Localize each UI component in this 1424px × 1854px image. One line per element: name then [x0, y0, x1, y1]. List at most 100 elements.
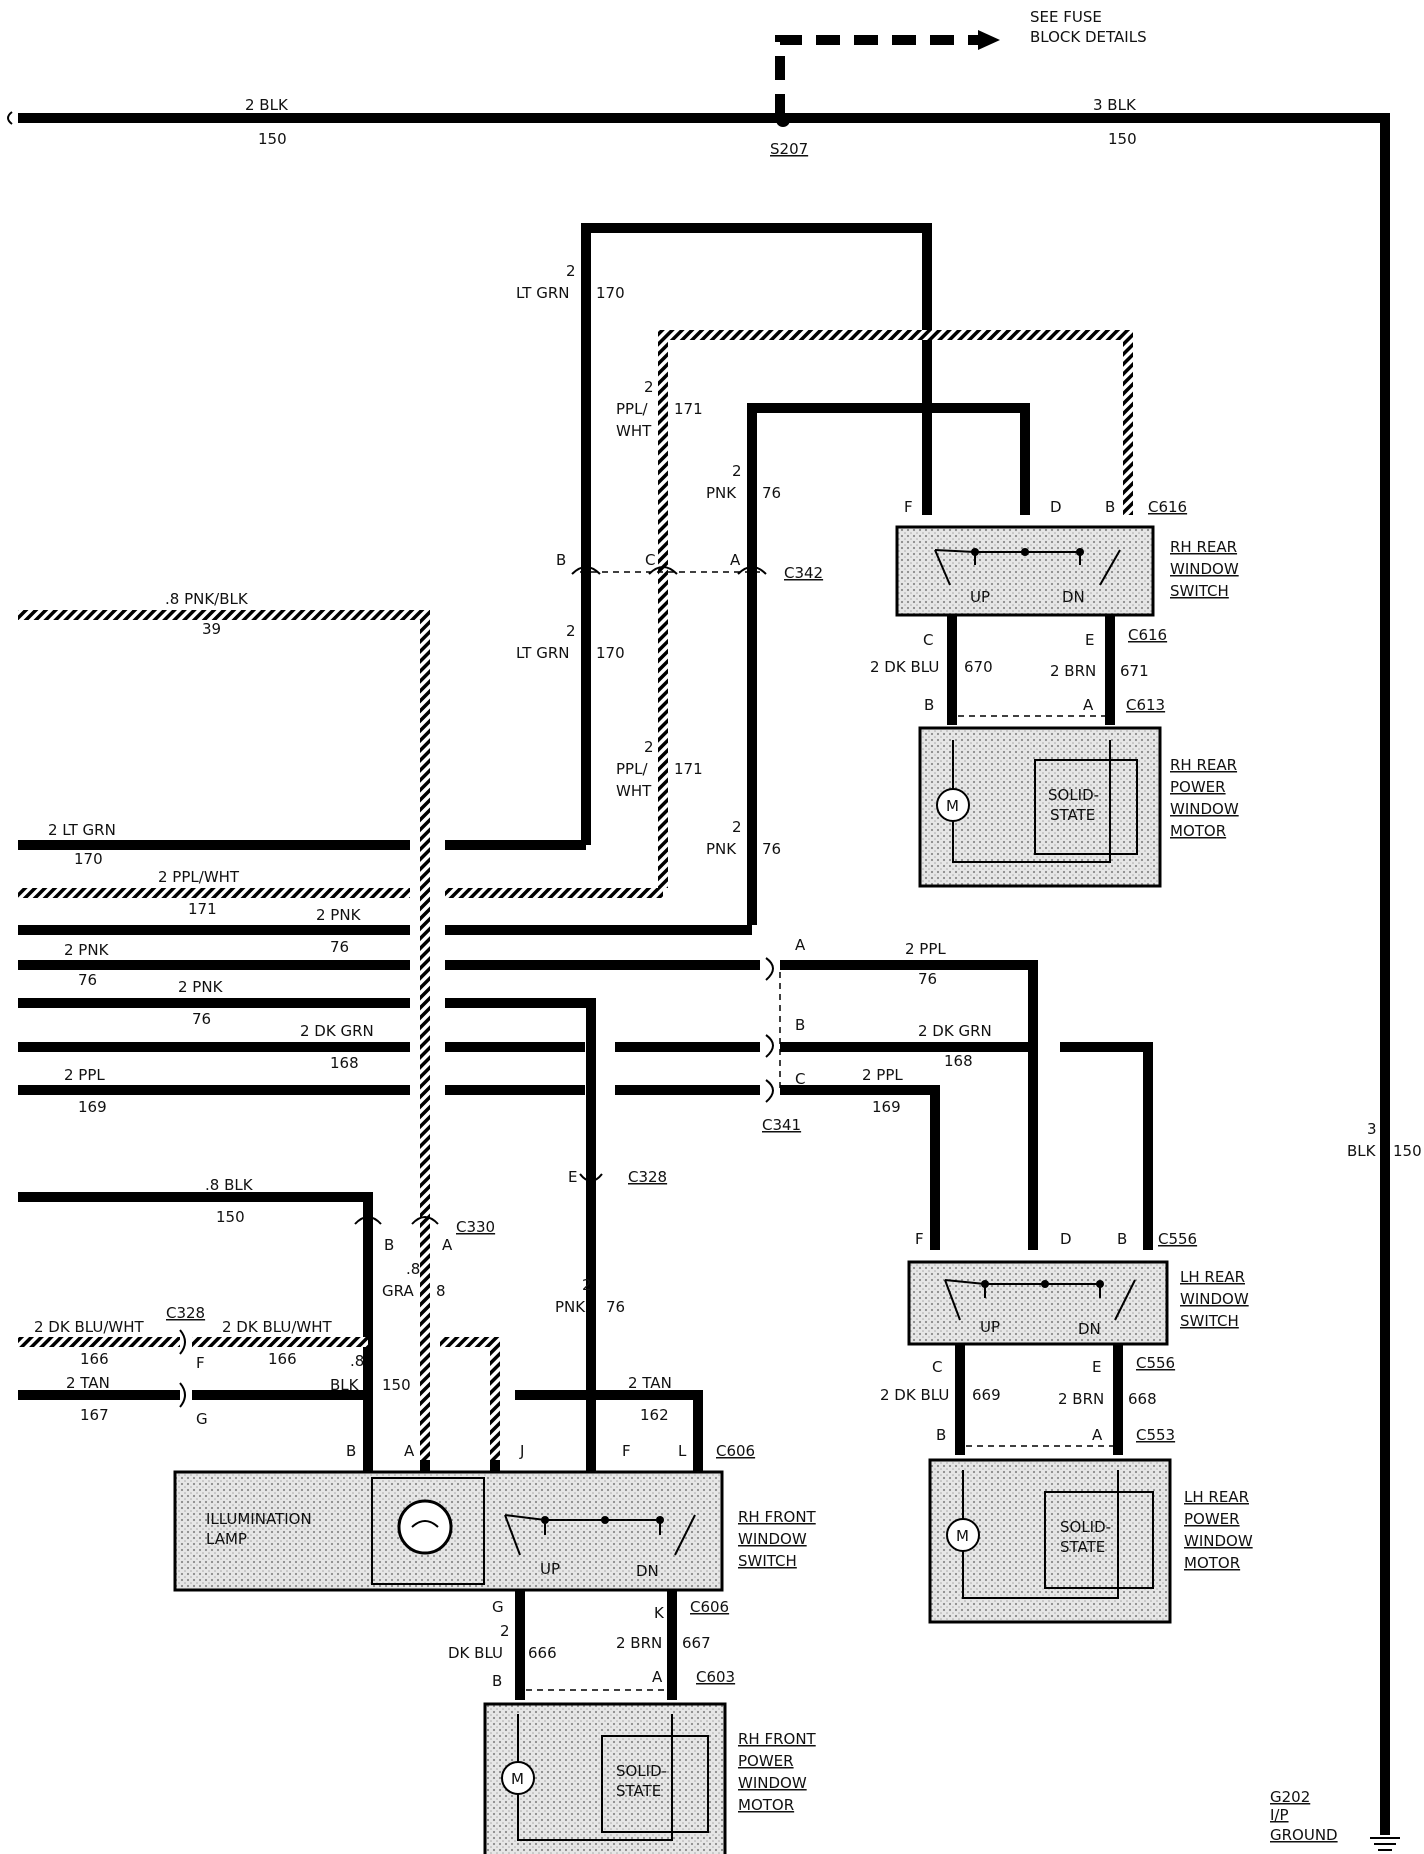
rh-front-dkblu: DK BLU: [448, 1644, 503, 1662]
left-wire-1-circuit: 170: [74, 850, 103, 868]
pplwht-color1-top: PPL/: [616, 400, 648, 418]
ltgrn-circuit-bot: 170: [596, 644, 625, 662]
rh-front-switch-name-1: RH FRONT: [738, 1508, 817, 1526]
dkbluwht-right-circuit: 166: [268, 1350, 297, 1368]
rh-rear-switch-pin-c: C: [923, 631, 933, 649]
rh-front-brn: 2 BRN: [616, 1634, 662, 1652]
rh-rear-solid: SOLID-: [1048, 786, 1099, 804]
lh-rear-switch-pin-b: B: [1117, 1230, 1127, 1248]
pnk-circuit-top: 76: [762, 484, 781, 502]
fuse-feed: SEE FUSE BLOCK DETAILS: [775, 8, 1147, 118]
bottom-pin-g: G: [196, 1410, 208, 1428]
c342-pin-a: A: [730, 551, 741, 569]
ground-wire-size: 3: [1367, 1120, 1377, 1138]
c330-name: C330: [456, 1218, 495, 1236]
ltgrn-size-bot: 2: [566, 622, 576, 640]
lh-rear-switch-pin-d: D: [1060, 1230, 1072, 1248]
c341-c-circuit: 169: [872, 1098, 901, 1116]
lh-rear-switch-pin-f: F: [915, 1230, 924, 1248]
left-wire-7-circuit: 169: [78, 1098, 107, 1116]
lh-rear-brn-circuit: 668: [1128, 1390, 1157, 1408]
top-bus-right-size: 3 BLK: [1093, 96, 1137, 114]
rh-front-switch-pin-j: J: [519, 1442, 524, 1460]
left-wire-6-size: 2 DK GRN: [300, 1022, 374, 1040]
lh-rear-switch-dn: DN: [1078, 1320, 1101, 1338]
rh-front-switch-connector-bottom: C606: [690, 1598, 729, 1616]
rh-front-dkblu-size: 2: [500, 1622, 510, 1640]
lh-rear-motor-name-2: POWER: [1184, 1510, 1240, 1528]
rh-rear-motor-pin-b: B: [924, 696, 934, 714]
c330-gra: GRA: [382, 1282, 414, 1300]
pnk-down-size: 2: [582, 1276, 592, 1294]
rh-front-motor-wires: [515, 1590, 677, 1700]
ltgrn-circuit-top: 170: [596, 284, 625, 302]
splice-label: S207: [770, 140, 808, 158]
lh-rear-brn: 2 BRN: [1058, 1390, 1104, 1408]
left-wire-4-circuit: 76: [78, 971, 97, 989]
pplwht-color1-bot: PPL/: [616, 760, 648, 778]
lh-rear-state: STATE: [1060, 1538, 1105, 1556]
pplwht-color2-bot: WHT: [616, 782, 652, 800]
rh-front-window-switch: ILLUMINATION LAMP UP DN: [173, 1470, 724, 1592]
pnkblk-size: .8 PNK/BLK: [165, 590, 249, 608]
pnk-size-top: 2: [732, 462, 742, 480]
rh-rear-motor-name-1: RH REAR: [1170, 756, 1237, 774]
rh-rear-dkblu-circuit: 670: [964, 658, 993, 676]
rh-rear-brn: 2 BRN: [1050, 662, 1096, 680]
c330-pin-b: B: [384, 1236, 394, 1254]
c330-pin-a: A: [442, 1236, 453, 1254]
left-wire-labels: 2 LT GRN 170 2 PPL/WHT 171 2 PNK 76 2 PN…: [48, 821, 374, 1116]
connector-c342: B C A C342: [556, 551, 823, 582]
rh-rear-switch-pin-b: B: [1105, 498, 1115, 516]
rh-rear-motor-pin-a: A: [1083, 696, 1094, 714]
rh-rear-switch-pin-d: D: [1050, 498, 1062, 516]
left-wire-3-size: 2 PNK: [316, 906, 362, 924]
left-wire-2-size: 2 PPL/WHT: [158, 868, 240, 886]
rh-front-switch-up: UP: [540, 1560, 560, 1578]
left-wire-2-circuit: 171: [188, 900, 217, 918]
arrow-left-icon: [978, 30, 1000, 50]
pnk-size-bot: 2: [732, 818, 742, 836]
rh-front-switch-pin-b: B: [346, 1442, 356, 1460]
blk-bottom-circuit: 150: [382, 1376, 411, 1394]
c341-a-size: 2 PPL: [905, 940, 946, 958]
rh-rear-motor-name-3: WINDOW: [1170, 800, 1239, 818]
c328-top-name: C328: [628, 1168, 667, 1186]
pnk-color-bot: PNK: [706, 840, 737, 858]
rh-front-switch-name-3: SWITCH: [738, 1552, 797, 1570]
dkbluwht-left-circuit: 166: [80, 1350, 109, 1368]
pplwht-size-bot: 2: [644, 738, 654, 756]
bottom-c328: C328: [166, 1304, 205, 1322]
left-wire-7-size: 2 PPL: [64, 1066, 105, 1084]
rh-front-motor-name-2: POWER: [738, 1752, 794, 1770]
rh-front-motor-name-1: RH FRONT: [738, 1730, 817, 1748]
fuse-note-line2: BLOCK DETAILS: [1030, 28, 1147, 46]
c330-gra-size: .8: [406, 1260, 420, 1278]
lh-rear-power-window-motor: M SOLID- STATE: [928, 1458, 1172, 1624]
c342-name: C342: [784, 564, 823, 582]
left-wire-5-size: 2 PNK: [178, 978, 224, 996]
lh-rear-motor-m: M: [956, 1527, 969, 1545]
ground-wire-color: BLK: [1347, 1142, 1377, 1160]
blk-bottom-color: BLK: [330, 1376, 360, 1394]
lh-rear-dkblu: 2 DK BLU: [880, 1386, 949, 1404]
ground-location: I/P: [1270, 1806, 1289, 1824]
lh-rear-switch-connector: C556: [1158, 1230, 1197, 1248]
rh-rear-power-window-motor: M SOLID- STATE: [918, 726, 1162, 888]
c341-b-circuit: 168: [944, 1052, 973, 1070]
lamp-label-1: ILLUMINATION: [206, 1510, 312, 1528]
ltgrn-size-top: 2: [566, 262, 576, 280]
left-wire-6-circuit: 168: [330, 1054, 359, 1072]
lh-rear-switch-pin-c: C: [932, 1358, 942, 1376]
lamp-label-2: LAMP: [206, 1530, 247, 1548]
rh-rear-switch-name-2: WINDOW: [1170, 560, 1239, 578]
rh-front-switch-pin-g: G: [492, 1598, 504, 1616]
lh-rear-dkblu-circuit: 669: [972, 1386, 1001, 1404]
rh-front-power-window-motor: M SOLID- STATE: [483, 1702, 727, 1854]
rh-front-switch-pin-f: F: [622, 1442, 631, 1460]
left-wire-5-circuit: 76: [192, 1010, 211, 1028]
rh-rear-switch-name-1: RH REAR: [1170, 538, 1237, 556]
c341-name: C341: [762, 1116, 801, 1134]
left-wire-4-size: 2 PNK: [64, 941, 110, 959]
